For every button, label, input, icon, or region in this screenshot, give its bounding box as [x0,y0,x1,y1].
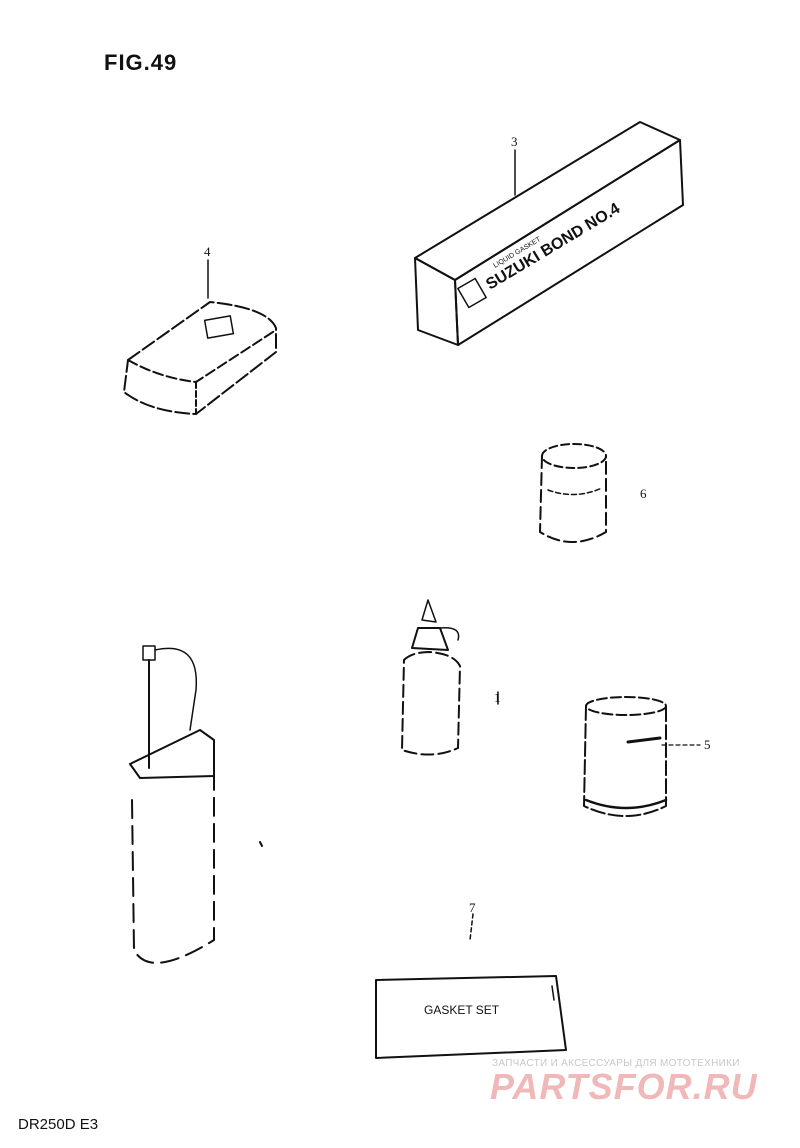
callout-4: 4 [204,244,211,259]
callout-6: 6 [640,486,647,501]
gasket-set-label: GASKET SET [424,1003,500,1017]
part-4-compound-pack [123,259,277,415]
watermark-brand: PARTSFOR.RU [490,1066,758,1107]
part-6-grease-jar [539,443,607,543]
watermark-tagline: ЗАПЧАСТИ И АКСЕССУАРЫ ДЛЯ МОТОТЕХНИКИ [492,1058,740,1069]
model-code: DR250D E3 [18,1116,99,1133]
part-2-brush-tin [129,645,263,964]
part-7-gasket-set: GASKET SET [375,913,567,1059]
bond-box-brand-text: SUZUKI BOND NO.4 [483,200,623,293]
figure-title: FIG.49 [104,50,178,75]
callout-1: 1 [494,690,501,705]
part-1-bottle [401,599,499,756]
callout-7: 7 [469,900,476,915]
callout-5: 5 [704,737,711,752]
part-5-can [583,696,701,817]
callout-3: 3 [511,134,518,149]
part-3-bond-box: SUZUKI BOND NO.4 LIQUID GASKET [414,121,684,346]
